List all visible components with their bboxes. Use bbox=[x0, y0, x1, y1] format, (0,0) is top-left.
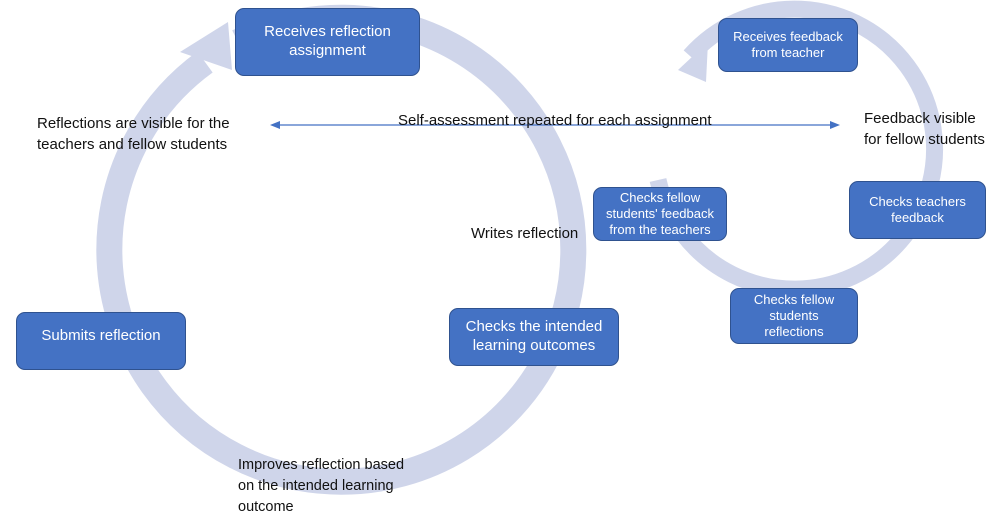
step-receives-assignment: Receives reflection assignment bbox=[235, 8, 420, 76]
main-cycle-ring bbox=[96, 4, 587, 495]
step-checks-teachers-feedback: Checks teachers feedback bbox=[849, 181, 986, 239]
step-label: Checks teachers feedback bbox=[869, 193, 966, 225]
step-checks-fellow-reflections: Checks fellow students reflections bbox=[730, 288, 858, 344]
connector-arrow-left-icon bbox=[270, 121, 280, 129]
step-checks-fellow-feedback: Checks fellow students' feedback from th… bbox=[593, 187, 727, 241]
step-writes-reflection: Writes reflection bbox=[471, 225, 579, 242]
feedback-cycle-note: Feedback visible for fellow students bbox=[864, 110, 985, 148]
step-label: Checks fellow students reflections bbox=[753, 291, 835, 340]
main-cycle-note: Reflections are visible for the teachers… bbox=[37, 115, 230, 153]
step-label: Receives feedback from teacher bbox=[733, 28, 843, 60]
connector-label: Self-assessment repeated for each assign… bbox=[398, 112, 712, 129]
step-improves-reflection: Improves reflection based on the intende… bbox=[238, 457, 405, 516]
step-label: Checks fellow students' feedback from th… bbox=[606, 189, 714, 238]
step-label: Checks the intended learning outcomes bbox=[465, 318, 603, 354]
step-label: Submits reflection bbox=[41, 327, 161, 344]
step-label: Receives reflection assignment bbox=[264, 23, 391, 59]
step-receives-feedback: Receives feedback from teacher bbox=[718, 18, 858, 72]
main-cycle-arrowhead-icon bbox=[180, 22, 232, 70]
step-checks-ilo: Checks the intended learning outcomes bbox=[449, 308, 619, 366]
step-submits-reflection: Submits reflection bbox=[16, 312, 186, 370]
feedback-cycle-arrowhead-icon bbox=[678, 42, 708, 82]
connector-arrow-right-icon bbox=[830, 121, 840, 129]
